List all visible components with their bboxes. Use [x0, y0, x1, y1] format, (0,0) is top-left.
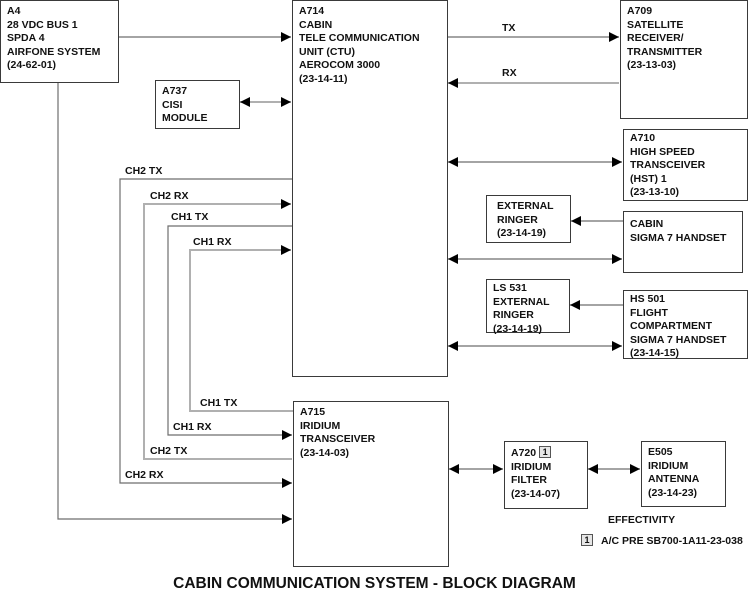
- block-line: 28 VDC BUS 1: [7, 18, 78, 31]
- block-line: A714: [299, 5, 325, 17]
- e505-iridium-antenna-block: E505 IRIDIUM ANTENNA (23-14-23): [641, 441, 726, 507]
- block-line: SPDA 4: [7, 32, 45, 45]
- block-line: SIGMA 7 HANDSET: [630, 231, 727, 244]
- block-line: FILTER: [511, 474, 547, 487]
- block-line: RINGER: [493, 309, 534, 322]
- a4-to-a715-line: [57, 82, 292, 524]
- ch2-tx-line: [119, 178, 292, 488]
- effectivity-heading: EFFECTIVITY: [608, 514, 676, 526]
- block-line: A737: [162, 85, 188, 97]
- block-line: ANTENNA: [648, 473, 700, 486]
- block-line: SIGMA 7 HANDSET: [630, 333, 727, 346]
- ctu-ch2-tx-label: CH2 TX: [125, 165, 163, 177]
- block-line: COMPARTMENT: [630, 320, 713, 333]
- a715-ch1-tx-label: CH1 TX: [200, 397, 238, 409]
- block-line: LS 531: [493, 282, 527, 294]
- block-line: (23-13-10): [630, 186, 680, 199]
- block-line: (23-14-23): [648, 486, 698, 499]
- block-line: CABIN: [299, 18, 333, 31]
- ls531-ringer-block: LS 531 EXTERNAL RINGER (23-14-19): [486, 279, 570, 335]
- block-line: RECEIVER/: [627, 32, 684, 45]
- block-line: HIGH SPEED: [630, 145, 695, 158]
- ctu-ch1-rx-label: CH1 RX: [193, 236, 232, 248]
- effectivity-note-text: A/C PRE SB700-1A11-23-038: [601, 535, 743, 547]
- note-reference-marker: 1: [581, 534, 593, 546]
- effectivity-note: 1 A/C PRE SB700-1A11-23-038: [581, 534, 743, 547]
- block-line: HS 501: [630, 293, 666, 305]
- block-line: EXTERNAL: [497, 200, 554, 212]
- a4-power-block: A4 28 VDC BUS 1 SPDA 4 AIRFONE SYSTEM (2…: [0, 0, 119, 83]
- block-line: (23-13-03): [627, 59, 677, 72]
- block-line: (HST) 1: [630, 172, 667, 185]
- block-line: (23-14-11): [299, 72, 348, 85]
- block-line: RINGER: [497, 213, 538, 226]
- a715-iridium-transceiver-block: A715 IRIDIUM TRANSCEIVER (23-14-03): [293, 401, 449, 567]
- block-line: MODULE: [162, 112, 208, 125]
- ctu-ch2-rx-label: CH2 RX: [150, 190, 189, 202]
- block-id: A720: [511, 447, 537, 459]
- block-line: (24-62-01): [7, 59, 57, 72]
- block-line: CABIN: [630, 218, 664, 230]
- a715-ch2-tx-label: CH2 TX: [150, 445, 188, 457]
- block-line: (23-14-19): [497, 227, 547, 240]
- block-line: EXTERNAL: [493, 295, 550, 308]
- block-line: TRANSMITTER: [627, 45, 703, 58]
- block-line: CISI: [162, 98, 183, 111]
- block-line: (23-14-07): [511, 487, 561, 500]
- block-line: AIRFONE SYSTEM: [7, 45, 101, 58]
- block-line: UNIT (CTU): [299, 45, 355, 58]
- block-line: TRANSCEIVER: [630, 159, 706, 172]
- block-line: (23-14-15): [630, 347, 680, 360]
- a710-hst-block: A710 HIGH SPEED TRANSCEIVER (HST) 1 (23-…: [623, 129, 748, 201]
- block-line: A709: [627, 5, 653, 17]
- diagram-title: CABIN COMMUNICATION SYSTEM - BLOCK DIAGR…: [173, 575, 576, 592]
- block-line: IRIDIUM: [648, 459, 689, 472]
- ch1-rx-line: [189, 245, 293, 412]
- block-line: E505: [648, 446, 673, 458]
- block-line: (23-14-19): [493, 322, 543, 335]
- note-reference-marker: 1: [539, 446, 552, 458]
- block-line: AEROCOM 3000: [299, 59, 381, 72]
- block-line: IRIDIUM: [511, 460, 552, 473]
- block-line: TRANSCEIVER: [300, 433, 376, 446]
- ch2-rx-line: [143, 199, 292, 460]
- block-line: SATELLITE: [627, 18, 684, 31]
- external-ringer-block: EXTERNAL RINGER (23-14-19): [486, 195, 571, 243]
- a715-ch1-rx-label: CH1 RX: [173, 421, 212, 433]
- a709-satellite-block: A709 SATELLITE RECEIVER/ TRANSMITTER (23…: [620, 0, 748, 119]
- rx-label: RX: [502, 67, 517, 79]
- block-line: TELE COMMUNICATION: [299, 32, 420, 45]
- ctu-ch1-tx-label: CH1 TX: [171, 211, 209, 223]
- block-line: IRIDIUM: [300, 419, 341, 432]
- ch1-tx-line: [167, 225, 292, 440]
- hs501-handset-block: HS 501 FLIGHT COMPARTMENT SIGMA 7 HANDSE…: [623, 290, 748, 359]
- tx-label: TX: [502, 22, 516, 34]
- a715-ch2-rx-label: CH2 RX: [125, 469, 164, 481]
- cabin-handset-block: CABIN SIGMA 7 HANDSET: [623, 211, 743, 273]
- block-line: A715: [300, 406, 326, 418]
- a737-cisi-module-block: A737 CISI MODULE: [155, 80, 240, 129]
- block-line: (23-14-03): [300, 446, 350, 459]
- block-line: A4: [7, 5, 21, 17]
- a714-ctu-block: A714 CABIN TELE COMMUNICATION UNIT (CTU)…: [292, 0, 448, 377]
- block-line: A710: [630, 132, 656, 144]
- block-line: FLIGHT: [630, 306, 668, 319]
